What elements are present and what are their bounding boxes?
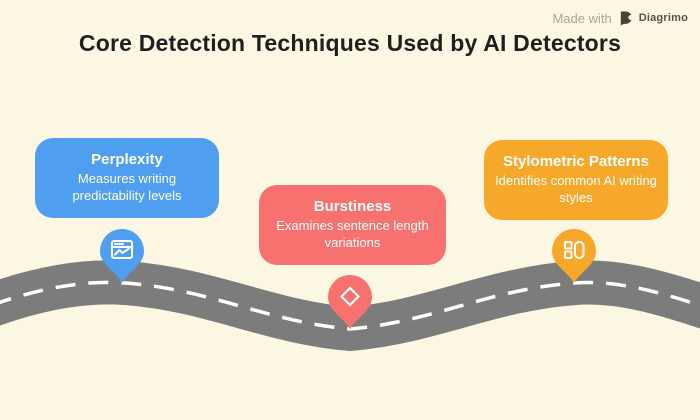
burstiness-card-title: Burstiness — [313, 198, 392, 215]
burstiness-card-description: Examines sentence length variations — [276, 218, 429, 250]
perplexity-card-title: Perplexity — [91, 151, 163, 168]
burstiness-pin — [328, 275, 372, 329]
page-title: Core Detection Techniques Used by AI Det… — [78, 30, 622, 56]
stylometric-card: Stylometric Patterns Identifies common A… — [484, 140, 668, 220]
diagrimo-logo-icon — [620, 11, 633, 26]
grid-panels-icon — [564, 241, 585, 259]
diamond-icon — [340, 286, 360, 307]
perplexity-card: Perplexity Measures writing predictabili… — [35, 138, 219, 218]
perplexity-pin — [100, 229, 144, 283]
stylometric-pin — [552, 229, 596, 283]
stylometric-card-description: Identifies common AI writing styles — [495, 173, 657, 205]
made-with-label: Made with — [552, 10, 612, 26]
perplexity-card-description: Measures writing predictability levels — [72, 171, 182, 203]
chart-window-icon — [111, 240, 133, 259]
burstiness-card: Burstiness Examines sentence length vari… — [259, 185, 446, 265]
brand-name-label: Diagrimo — [638, 12, 688, 24]
diagrimo-watermark[interactable]: Made with Diagrimo — [552, 10, 688, 26]
stylometric-card-title: Stylometric Patterns — [503, 153, 649, 170]
